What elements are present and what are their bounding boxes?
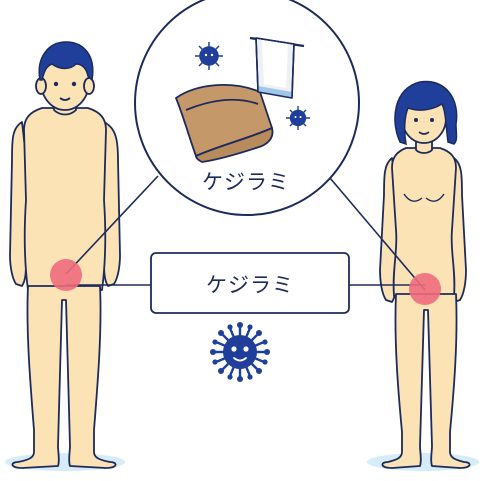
man-mouth [59, 97, 71, 101]
circle-caption: ケジラミ [202, 170, 290, 194]
woman-figure [379, 92, 471, 469]
man-figure [9, 53, 121, 469]
woman-chest [403, 193, 445, 202]
man-highlight-spot [50, 259, 82, 291]
man-face [53, 81, 77, 87]
hand-towel-icon [249, 36, 305, 99]
woman-face [414, 118, 434, 122]
germ-icon [286, 106, 310, 130]
man-hair [38, 41, 94, 82]
woman-hair [394, 80, 458, 146]
woman-mouth [418, 131, 430, 135]
box-caption: ケジラミ [206, 273, 294, 297]
woman-highlight-spot [409, 273, 441, 305]
germ-icon [195, 42, 223, 70]
towel-icon [175, 83, 274, 163]
germ-icon [210, 322, 270, 382]
label-box [150, 252, 350, 314]
